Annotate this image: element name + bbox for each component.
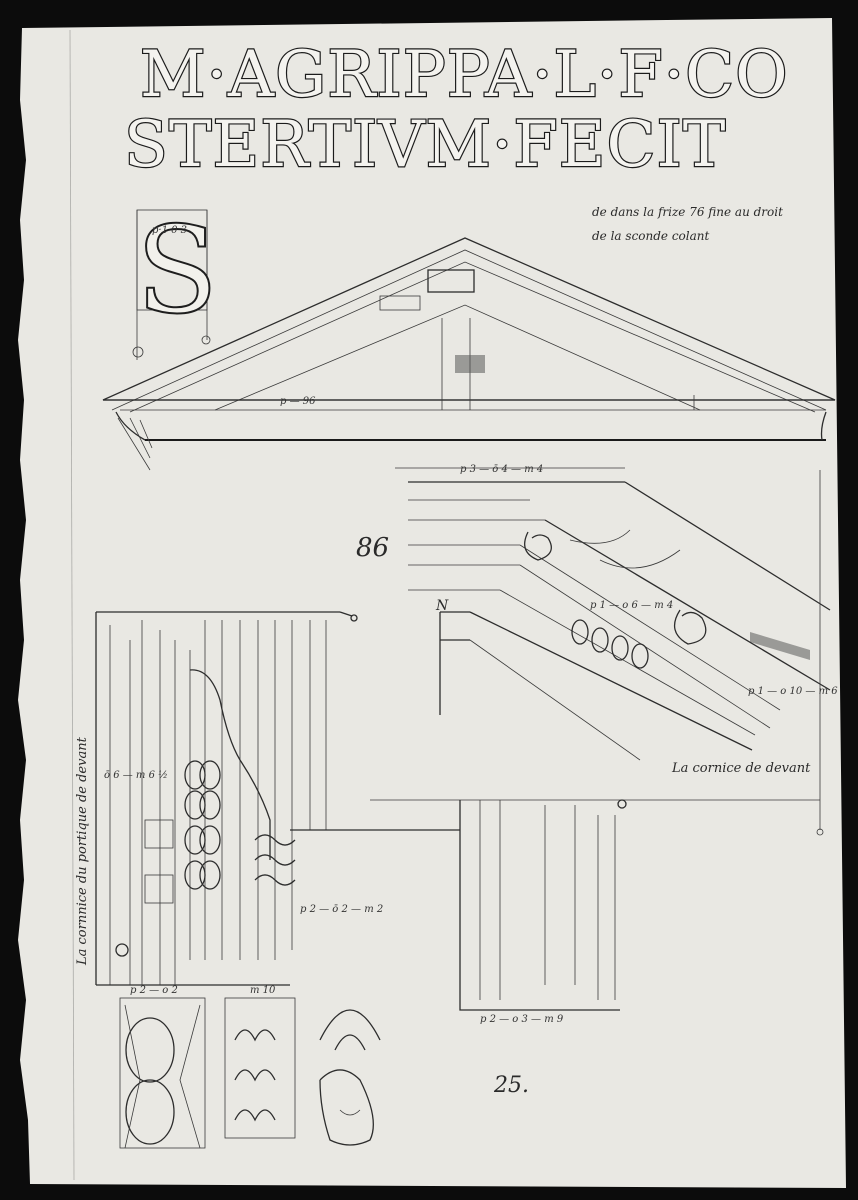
inscription-line-1: M·AGRIPPA·L·F·CO	[140, 38, 789, 112]
note-letter-n: N	[435, 598, 449, 614]
dim-profile-mid: p 2 — ō 2 — m 2	[300, 904, 383, 915]
letter-s-study: S p·1 0 3	[132, 201, 219, 360]
dim-pediment: p — 96	[280, 396, 316, 407]
dim-cornice-low: p 1 — o 10 — m 6	[748, 686, 838, 697]
note-signature: 25.	[493, 1073, 529, 1098]
dim-cornice-top: p 3 — ō 4 — m 4	[460, 464, 543, 475]
note-cornice-de-devant: La cornice de devant	[671, 761, 811, 776]
note-86: 86	[356, 533, 389, 563]
dim-profile-bottom-left: p 2 — o 2	[130, 985, 178, 996]
cornice-profile-left: ō 6 — m 6 ½ m 10 p 2 — o 2	[95, 611, 358, 996]
dim-left-b: m 10	[250, 985, 276, 996]
inscription-line-2: STERTIVM·FECIT	[124, 108, 726, 182]
dim-cornice-mid: p 1 — o 6 — m 4	[590, 600, 673, 611]
letter-s-note: p·1 0 3	[152, 225, 187, 236]
dim-left-a: ō 6 — m 6 ½	[104, 770, 168, 781]
note-top-right-2: de la sconde colant	[592, 229, 710, 243]
note-top-right-1: de dans la frize 76 fine au droit	[592, 205, 783, 219]
dim-profile-bottom-right: p 2 — o 3 — m 9	[480, 1014, 564, 1025]
note-left-vertical: La cornnice du portique de devant	[75, 736, 90, 966]
cornice-perspective: p 3 — ō 4 — m 4 p 1 — o 6 — m 4 p 1 — o …	[395, 464, 838, 836]
pediment-elevation: p — 96	[102, 237, 836, 471]
ornament-studies	[119, 997, 381, 1149]
cornice-profile-right: p 2 — ō 2 — m 2 p 2 — o 3 — m 9	[290, 799, 820, 1025]
letter-s: S	[136, 202, 218, 341]
paper	[18, 18, 846, 1188]
